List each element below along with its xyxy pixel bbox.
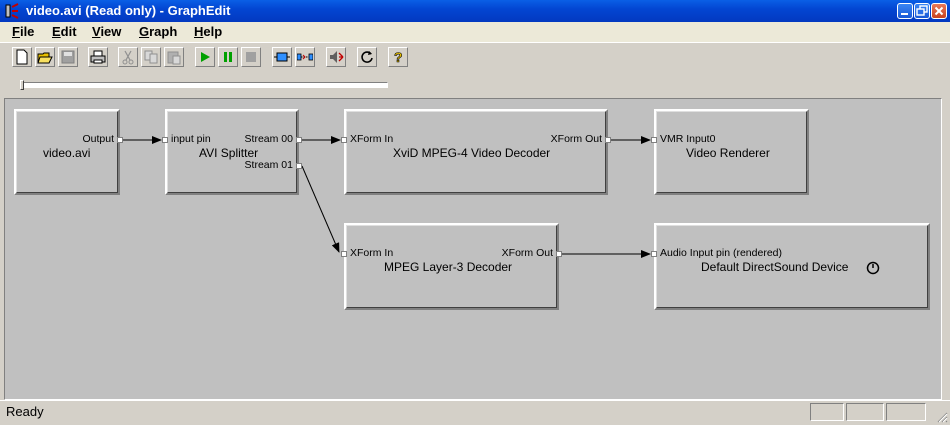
new-file-icon — [16, 49, 28, 65]
xform-in-pin[interactable] — [341, 137, 347, 143]
xform-out-pin[interactable] — [605, 137, 611, 143]
play-button[interactable] — [195, 47, 215, 67]
filter-name: Default DirectSound Device — [701, 260, 849, 274]
resize-grip-icon[interactable] — [936, 411, 948, 423]
speaker-icon — [330, 51, 344, 63]
pin-connections — [122, 136, 651, 258]
window-title: video.avi (Read only) - GraphEdit — [26, 3, 231, 18]
print-button[interactable] — [88, 47, 108, 67]
filter-name: XviD MPEG-4 Video Decoder — [393, 146, 551, 160]
cut-button[interactable] — [118, 47, 138, 67]
filter-source-video-avi[interactable]: Output video.avi — [14, 109, 120, 195]
reference-clock-icon — [866, 261, 880, 275]
copy-icon — [144, 50, 158, 64]
audio-input-pin[interactable] — [651, 251, 657, 257]
insert-filter-button[interactable] — [272, 47, 292, 67]
pin-label-stream-00: Stream 00 — [244, 133, 293, 145]
status-pane-3 — [886, 403, 926, 421]
pin-label-xform-out: XForm Out — [501, 247, 553, 259]
close-button[interactable] — [931, 3, 947, 19]
menu-help[interactable]: Help — [194, 24, 223, 39]
filter-video-renderer[interactable]: VMR Input0 Video Renderer — [654, 109, 809, 195]
pause-button[interactable] — [218, 47, 238, 67]
cut-icon — [122, 50, 134, 65]
maximize-button[interactable] — [914, 3, 930, 19]
status-pane-1 — [810, 403, 844, 421]
help-icon: ? — [394, 49, 403, 65]
filter-xvid-video-decoder[interactable]: XForm In XForm Out XviD MPEG-4 Video Dec… — [344, 109, 608, 195]
stream-00-pin[interactable] — [296, 137, 302, 143]
open-button[interactable] — [35, 47, 55, 67]
insert-filter-icon — [274, 52, 290, 62]
connect-pins-icon — [297, 53, 313, 61]
filter-graph-canvas[interactable]: Output video.avi input pin Stream 00 AVI… — [4, 98, 942, 400]
status-bar: Ready — [0, 400, 950, 425]
filter-name: AVI Splitter — [199, 146, 259, 160]
menu-graph[interactable]: Graph — [139, 24, 178, 39]
filter-mpeg-layer3-decoder[interactable]: XForm In XForm Out MPEG Layer-3 Decoder — [344, 223, 559, 310]
filter-avi-splitter[interactable]: input pin Stream 00 AVI Splitter Stream … — [165, 109, 299, 195]
save-button[interactable] — [58, 47, 78, 67]
menu-edit[interactable]: Edit — [52, 24, 77, 39]
filter-name: MPEG Layer-3 Decoder — [384, 260, 513, 274]
output-pin[interactable] — [117, 137, 123, 143]
graphedit-app-icon — [5, 3, 19, 19]
status-pane-2 — [846, 403, 884, 421]
filter-name: Video Renderer — [686, 146, 770, 160]
pause-icon — [224, 52, 232, 62]
connection-splitter-to-audio-decoder — [301, 165, 340, 253]
connect-pins-button[interactable] — [295, 47, 315, 67]
seek-area — [0, 75, 950, 97]
paste-icon — [167, 51, 181, 65]
restore-icon — [916, 5, 928, 16]
title-bar: video.avi (Read only) - GraphEdit — [0, 0, 950, 22]
print-icon — [90, 50, 106, 64]
pin-label-vmr-input0: VMR Input0 — [660, 133, 716, 145]
seek-thumb[interactable] — [20, 80, 24, 90]
stop-button[interactable] — [241, 47, 261, 67]
xform-in-pin[interactable] — [341, 251, 347, 257]
pin-label-input: input pin — [171, 133, 211, 145]
open-folder-icon — [37, 52, 53, 64]
new-button[interactable] — [12, 47, 32, 67]
xform-out-pin[interactable] — [556, 251, 562, 257]
seek-slider[interactable] — [20, 82, 388, 88]
pin-label-audio-input: Audio Input pin (rendered) — [660, 247, 782, 259]
help-button[interactable]: ? — [388, 47, 408, 67]
refresh-button[interactable] — [357, 47, 377, 67]
refresh-icon — [361, 51, 373, 63]
pin-label-xform-in: XForm In — [350, 133, 394, 145]
minimize-button[interactable] — [897, 3, 913, 19]
stream-01-pin[interactable] — [296, 163, 302, 169]
paste-button[interactable] — [164, 47, 184, 67]
clock-sync-button[interactable] — [326, 47, 346, 67]
menu-bar: File Edit View Graph Help — [0, 22, 950, 42]
pin-label-stream-01: Stream 01 — [244, 159, 293, 171]
close-icon — [934, 6, 944, 16]
save-icon — [61, 50, 75, 64]
toolbar: ? — [0, 42, 950, 75]
filter-name: video.avi — [43, 146, 91, 160]
menu-file[interactable]: File — [12, 24, 35, 39]
menu-view[interactable]: View — [92, 24, 122, 39]
stop-icon — [246, 52, 256, 62]
minimize-icon — [901, 13, 908, 15]
play-icon — [201, 52, 210, 62]
copy-button[interactable] — [141, 47, 161, 67]
pin-label-output: Output — [82, 133, 114, 145]
input-pin[interactable] — [162, 137, 168, 143]
pin-label-xform-in: XForm In — [350, 247, 394, 259]
vmr-input0-pin[interactable] — [651, 137, 657, 143]
svg-text:?: ? — [394, 49, 403, 65]
pin-label-xform-out: XForm Out — [550, 133, 602, 145]
status-text: Ready — [6, 404, 44, 419]
filter-directsound-renderer[interactable]: Audio Input pin (rendered) Default Direc… — [654, 223, 930, 310]
